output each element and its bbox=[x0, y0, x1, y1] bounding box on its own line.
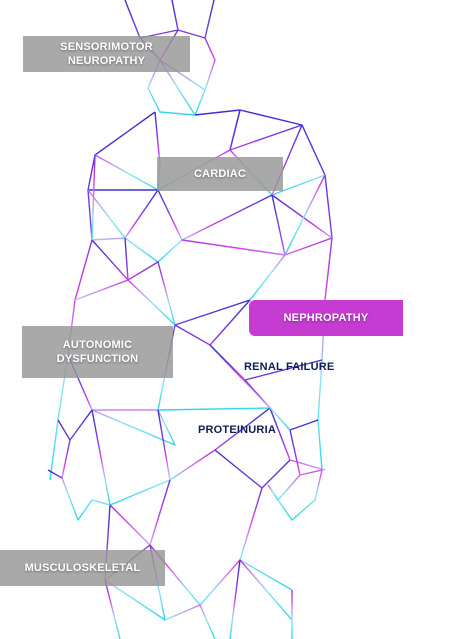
sensorimotor-neuropathy-label: SENSORIMOTOR NEUROPATHY bbox=[23, 36, 190, 72]
renal-failure-label: RENAL FAILURE bbox=[244, 361, 335, 373]
autonomic-dysfunction-text: AUTONOMIC DYSFUNCTION bbox=[56, 339, 139, 365]
nephropathy-text: NEPHROPATHY bbox=[283, 312, 369, 324]
autonomic-dysfunction-label: AUTONOMIC DYSFUNCTION bbox=[22, 326, 173, 378]
cardiac-label: CARDIAC bbox=[157, 157, 283, 191]
musculoskeletal-text: MUSCULOSKELETAL bbox=[24, 562, 141, 574]
proteinuria-label: PROTEINURIA bbox=[198, 424, 276, 436]
cardiac-text: CARDIAC bbox=[193, 168, 247, 180]
nephropathy-label: NEPHROPATHY bbox=[249, 300, 403, 336]
musculoskeletal-label: MUSCULOSKELETAL bbox=[0, 550, 165, 586]
sensorimotor-neuropathy-text: SENSORIMOTOR NEUROPATHY bbox=[60, 41, 153, 67]
